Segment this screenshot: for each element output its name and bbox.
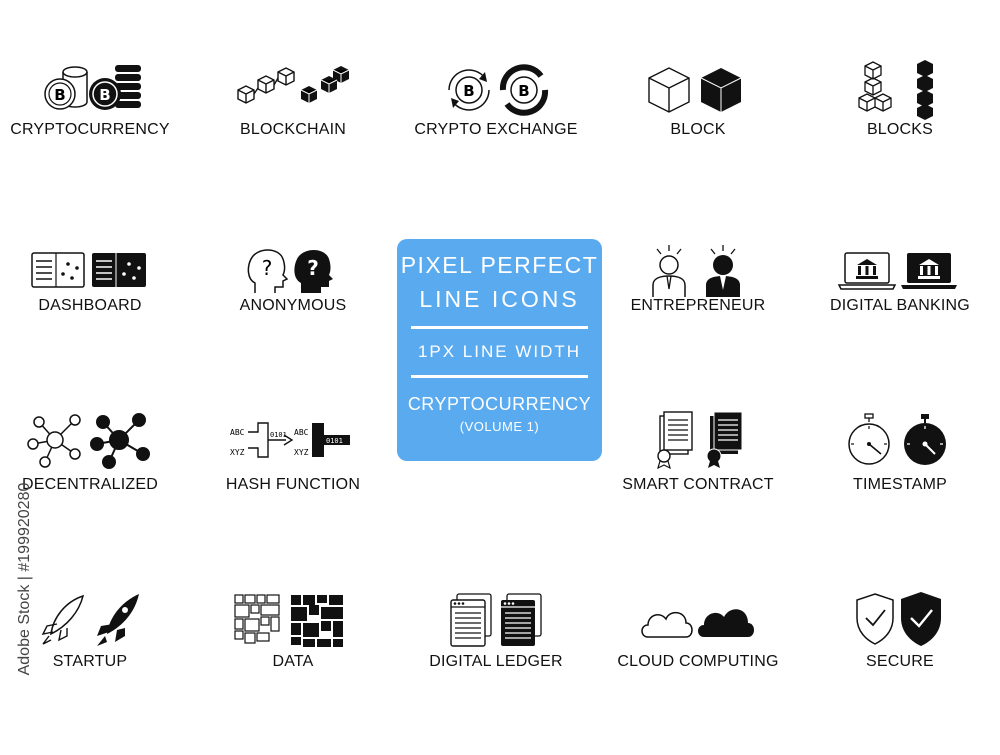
svg-text:B: B bbox=[54, 86, 65, 104]
panel-line-width: 1PX LINE WIDTH bbox=[417, 342, 582, 361]
ledger-windows-icon bbox=[450, 593, 542, 647]
svg-text:?: ? bbox=[307, 256, 319, 280]
watermark-text: Adobe Stock | #199920280 bbox=[16, 482, 33, 676]
panel-title-line2: LINE ICONS bbox=[419, 286, 580, 312]
anonymous-head-icon: ? ? bbox=[247, 249, 333, 293]
icon-smart-contract: SMART CONTRACT bbox=[598, 405, 798, 575]
svg-text:B: B bbox=[99, 86, 110, 104]
icon-label: DECENTRALIZED bbox=[22, 476, 158, 493]
icon-label: CLOUD COMPUTING bbox=[617, 653, 779, 670]
icon-data: DATA bbox=[193, 585, 393, 755]
panel-divider bbox=[411, 326, 588, 329]
blockchain-icon bbox=[237, 66, 350, 104]
icon-label: BLOCKS bbox=[866, 121, 934, 138]
network-nodes-icon bbox=[27, 413, 150, 469]
icon-label: SECURE bbox=[866, 653, 934, 670]
icon-digital-banking: DIGITAL BANKING bbox=[800, 235, 1000, 405]
rocket-icon bbox=[41, 594, 139, 646]
icon-label: SMART CONTRACT bbox=[622, 476, 774, 493]
icon-anonymous: ? ? ANONYMOUS bbox=[193, 235, 393, 405]
panel-subject: CRYPTOCURRENCY bbox=[407, 394, 592, 414]
coins-outline-icon: B B bbox=[44, 65, 141, 110]
panel-volume: (VOLUME 1) bbox=[459, 419, 540, 434]
icon-label: ANONYMOUS bbox=[239, 297, 347, 314]
svg-text:ABC: ABC bbox=[230, 428, 245, 437]
svg-text:0101: 0101 bbox=[326, 437, 343, 445]
icon-block: BLOCK bbox=[598, 55, 798, 225]
icon-decentralized: DECENTRALIZED bbox=[0, 405, 190, 575]
icon-cryptocurrency: B B CRYPTOCURRENCY bbox=[0, 55, 190, 225]
svg-text:0101: 0101 bbox=[270, 431, 287, 439]
panel-title-line1: PIXEL PERFECT bbox=[400, 252, 599, 278]
icon-label: DATA bbox=[272, 653, 314, 670]
cube-icon bbox=[648, 67, 742, 113]
icon-blocks: BLOCKS bbox=[800, 55, 1000, 225]
icon-dashboard: DASHBOARD bbox=[0, 235, 190, 405]
icon-label: CRYPTOCURRENCY bbox=[10, 121, 170, 138]
icon-entrepreneur: ENTREPRENEUR bbox=[598, 235, 798, 405]
entrepreneur-icon bbox=[652, 244, 740, 297]
svg-text:B: B bbox=[518, 82, 529, 100]
icon-label: DIGITAL LEDGER bbox=[429, 653, 563, 670]
data-grid-icon bbox=[234, 593, 343, 647]
icon-startup: STARTUP bbox=[0, 585, 190, 755]
svg-text:XYZ: XYZ bbox=[294, 448, 309, 457]
exchange-icon: B B bbox=[448, 64, 549, 116]
icon-blockchain: BLOCKCHAIN bbox=[193, 55, 393, 225]
panel-divider bbox=[411, 375, 588, 378]
icon-timestamp: TIMESTAMP bbox=[800, 405, 1000, 575]
contract-document-icon bbox=[657, 411, 743, 470]
svg-text:ABC: ABC bbox=[294, 428, 309, 437]
laptop-bank-icon bbox=[837, 252, 957, 290]
icon-label: TIMESTAMP bbox=[853, 476, 947, 493]
stock-watermark: Adobe Stock | #199920280 bbox=[10, 470, 36, 700]
icon-label: BLOCKCHAIN bbox=[239, 121, 347, 138]
stacked-blocks-icon bbox=[858, 60, 933, 120]
svg-text:?: ? bbox=[262, 256, 273, 280]
svg-text:B: B bbox=[463, 82, 474, 100]
icon-label: DIGITAL BANKING bbox=[830, 297, 970, 314]
icon-hash-function: ABC XYZ 0101 ABC XYZ 0101 HASH FUNCTION bbox=[193, 405, 393, 575]
cloud-icon bbox=[641, 609, 754, 638]
icon-cloud-computing: CLOUD COMPUTING bbox=[598, 585, 798, 755]
dashboard-icon bbox=[31, 252, 146, 288]
icon-crypto-exchange: B B CRYPTO EXCHANGE bbox=[396, 55, 596, 225]
title-panel: PIXEL PERFECT LINE ICONS 1PX LINE WIDTH … bbox=[397, 239, 602, 461]
hash-function-icon: ABC XYZ 0101 ABC XYZ 0101 bbox=[230, 422, 350, 458]
icon-label: DASHBOARD bbox=[38, 297, 142, 314]
icon-label: BLOCK bbox=[670, 121, 726, 138]
stopwatch-icon bbox=[848, 413, 946, 465]
icon-label: STARTUP bbox=[52, 653, 128, 670]
icon-label: HASH FUNCTION bbox=[225, 476, 361, 493]
icon-secure: SECURE bbox=[800, 585, 1000, 755]
svg-text:XYZ: XYZ bbox=[230, 448, 245, 457]
icon-label: ENTREPRENEUR bbox=[630, 297, 766, 314]
icon-label: CRYPTO EXCHANGE bbox=[414, 121, 578, 138]
icon-digital-ledger: DIGITAL LEDGER bbox=[396, 585, 596, 755]
shield-check-icon bbox=[856, 592, 941, 646]
